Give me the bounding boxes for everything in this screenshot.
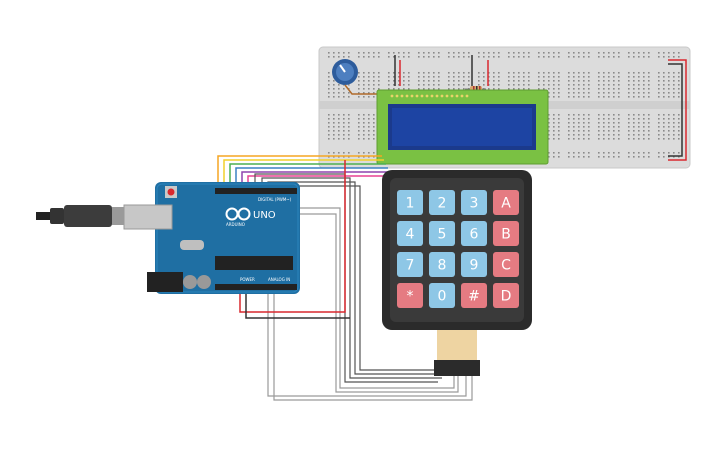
key-label: B <box>501 227 511 243</box>
power-jack <box>147 272 183 292</box>
arduino-uno[interactable]: UNO ARDUINO DIGITAL (PWM~) POWER ANALOG … <box>36 182 300 294</box>
board-brand-label: ARDUINO <box>226 222 245 227</box>
key-1-3[interactable]: B <box>493 221 519 246</box>
key-label: A <box>501 196 511 212</box>
key-label: # <box>468 289 480 305</box>
key-2-1[interactable]: 8 <box>429 252 455 277</box>
key-1-2[interactable]: 6 <box>461 221 487 246</box>
key-label: C <box>501 258 511 274</box>
usb-cable <box>36 204 173 230</box>
key-0-0[interactable]: 1 <box>397 190 423 215</box>
key-1-0[interactable]: 4 <box>397 221 423 246</box>
key-label: 5 <box>438 227 447 243</box>
key-3-0[interactable]: * <box>397 283 423 308</box>
key-label: 6 <box>470 227 479 243</box>
key-label: D <box>501 289 512 305</box>
key-3-1[interactable]: 0 <box>429 283 455 308</box>
key-label: 1 <box>406 196 415 212</box>
rail-wires <box>394 55 687 161</box>
key-3-3[interactable]: D <box>493 283 519 308</box>
key-0-2[interactable]: 3 <box>461 190 487 215</box>
key-label: 9 <box>470 258 479 274</box>
key-0-3[interactable]: A <box>493 190 519 215</box>
keypad-keys: 1 2 3 A 4 5 6 B 7 8 9 C * 0 # D <box>397 190 519 308</box>
key-2-3[interactable]: C <box>493 252 519 277</box>
key-label: 0 <box>438 289 447 305</box>
key-2-2[interactable]: 9 <box>461 252 487 277</box>
arduino-logo <box>225 207 251 221</box>
microcontroller-chip <box>215 256 293 270</box>
key-1-1[interactable]: 5 <box>429 221 455 246</box>
key-label: 2 <box>438 196 447 212</box>
power-header-label: POWER <box>240 277 255 282</box>
key-label: 8 <box>438 258 447 274</box>
key-label: 7 <box>406 258 415 274</box>
analog-header-label: ANALOG IN <box>268 277 290 282</box>
key-label: 4 <box>406 227 415 243</box>
key-2-0[interactable]: 7 <box>397 252 423 277</box>
digital-header-label: DIGITAL (PWM~) <box>258 197 292 202</box>
lcd-display[interactable] <box>376 89 549 165</box>
power-wires <box>239 160 350 319</box>
keypad[interactable]: 1 2 3 A 4 5 6 B 7 8 9 C * 0 # D <box>382 170 532 376</box>
lcd-data-wires <box>217 155 392 188</box>
key-label: 3 <box>470 196 479 212</box>
board-model-label: UNO <box>253 210 276 221</box>
keypad-ribbon <box>434 330 480 376</box>
lcd-pins <box>390 94 469 98</box>
key-label: * <box>407 289 414 305</box>
potentiometer[interactable] <box>332 59 380 95</box>
key-0-1[interactable]: 2 <box>429 190 455 215</box>
digital-header <box>215 188 297 194</box>
key-3-2[interactable]: # <box>461 283 487 308</box>
analog-header <box>215 284 297 290</box>
